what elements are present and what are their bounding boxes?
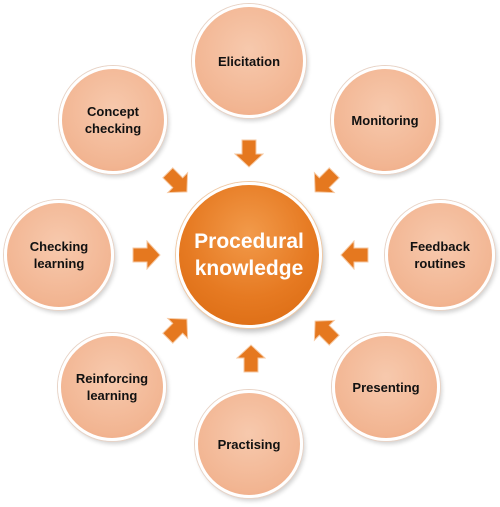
arrow-from-reinforcing-learning [162, 317, 189, 344]
node-elicitation: Elicitation [192, 4, 306, 118]
node-reinforcing-learning: Reinforcing learning [58, 333, 166, 441]
node-label-practising: Practising [217, 436, 281, 452]
arrow-from-concept-checking [162, 167, 189, 194]
node-presenting: Presenting [332, 333, 440, 441]
node-concept-checking: Concept checking [59, 66, 167, 174]
arrow-from-checking-learning [132, 240, 161, 270]
center-node: Procedural knowledge [176, 182, 322, 328]
node-label-reinforcing-learning: Reinforcing learning [75, 371, 149, 403]
arrow-from-elicitation [234, 139, 264, 168]
arrow-from-feedback-routines [340, 240, 369, 270]
arrow-from-presenting [313, 319, 340, 346]
node-monitoring: Monitoring [331, 66, 439, 174]
arrow-from-monitoring [313, 167, 340, 194]
node-label-checking-learning: Checking learning [29, 239, 89, 271]
node-checking-learning: Checking learning [4, 200, 114, 310]
arrow-from-practising [236, 344, 266, 373]
node-label-monitoring: Monitoring [351, 112, 419, 128]
node-label-elicitation: Elicitation [217, 53, 281, 69]
node-feedback-routines: Feedback routines [385, 200, 495, 310]
node-label-feedback-routines: Feedback routines [410, 239, 470, 271]
node-label-presenting: Presenting [352, 379, 420, 395]
node-label-concept-checking: Concept checking [84, 104, 142, 136]
node-practising: Practising [195, 390, 303, 498]
center-label: Procedural knowledge [194, 230, 304, 280]
